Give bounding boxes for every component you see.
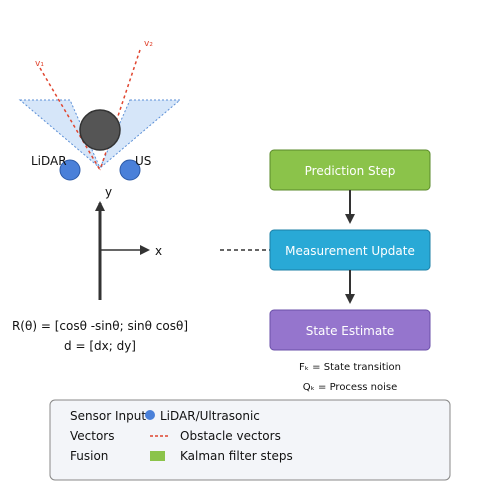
legend-sensor-icon xyxy=(145,410,155,420)
displacement-equation: d = [dx; dy] xyxy=(64,339,136,353)
lidar-fov-cone xyxy=(18,99,101,169)
prediction-step-label: Prediction Step xyxy=(305,164,396,178)
state-estimate-label: State Estimate xyxy=(306,324,395,338)
ultrasonic-sensor-icon xyxy=(119,159,141,181)
state-transition-note: Fₖ = State transition xyxy=(299,362,401,373)
robot-body xyxy=(79,109,121,151)
process-noise-note: Qₖ = Process noise xyxy=(303,382,398,393)
legend-value-fusion: Kalman filter steps xyxy=(180,449,293,463)
lidar-label: LiDAR xyxy=(31,154,67,168)
state-estimate-box xyxy=(269,309,431,351)
legend-key-sensor-input: Sensor Input xyxy=(70,409,146,423)
legend-value-vectors: Obstacle vectors xyxy=(180,429,281,443)
y-axis-label: y xyxy=(105,185,112,199)
vector-1-label: v₁ xyxy=(35,59,44,69)
legend-key-vectors: Vectors xyxy=(70,429,115,443)
legend-key-fusion: Fusion xyxy=(70,449,108,463)
obstacle-vector-1 xyxy=(39,67,101,171)
legend-value-sensor-input: LiDAR/Ultrasonic xyxy=(160,409,260,423)
rotation-equation: R(θ) = [cosθ -sinθ; sinθ cosθ] xyxy=(12,319,188,333)
legend-fusion-swatch xyxy=(150,451,165,461)
ultrasonic-label: US xyxy=(135,154,151,168)
lidar-sensor-icon xyxy=(59,159,81,181)
vector-2-label: v₂ xyxy=(144,39,153,49)
x-axis-label: x xyxy=(155,244,162,258)
measurement-update-label: Measurement Update xyxy=(285,244,415,258)
